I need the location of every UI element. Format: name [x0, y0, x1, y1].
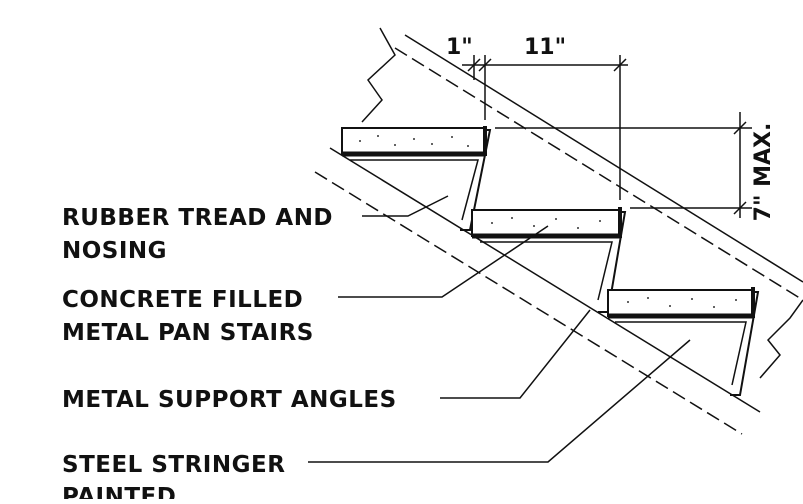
tread-dimension: 11" [524, 35, 566, 60]
dimension-lines [462, 55, 752, 218]
concrete-label-line1: CONCRETE FILLED [62, 287, 303, 313]
rubber-tread-label-line2: NOSING [62, 238, 167, 264]
stringer-hidden-line [394, 47, 803, 301]
leader-lines [308, 195, 691, 463]
support-angles-label: METAL SUPPORT ANGLES [62, 387, 397, 413]
concrete-label-line2: METAL PAN STAIRS [62, 320, 314, 346]
break-line-upper [361, 27, 396, 123]
stringer-label-line2: PAINTED [62, 484, 176, 499]
concrete-texture [359, 135, 737, 308]
stringer-label-line1: STEEL STRINGER [62, 452, 285, 478]
nosing-dimension: 1" [446, 35, 473, 60]
stringer-top-edge [404, 34, 803, 283]
rubber-tread-label-line1: RUBBER TREAD AND [62, 205, 333, 231]
riser-dimension: 7" MAX. [751, 123, 776, 222]
break-line-lower [759, 299, 803, 379]
stringer-bottom-edge [329, 147, 761, 413]
tread-2 [471, 207, 627, 313]
tread-3 [607, 287, 760, 396]
tread-1 [341, 126, 492, 231]
